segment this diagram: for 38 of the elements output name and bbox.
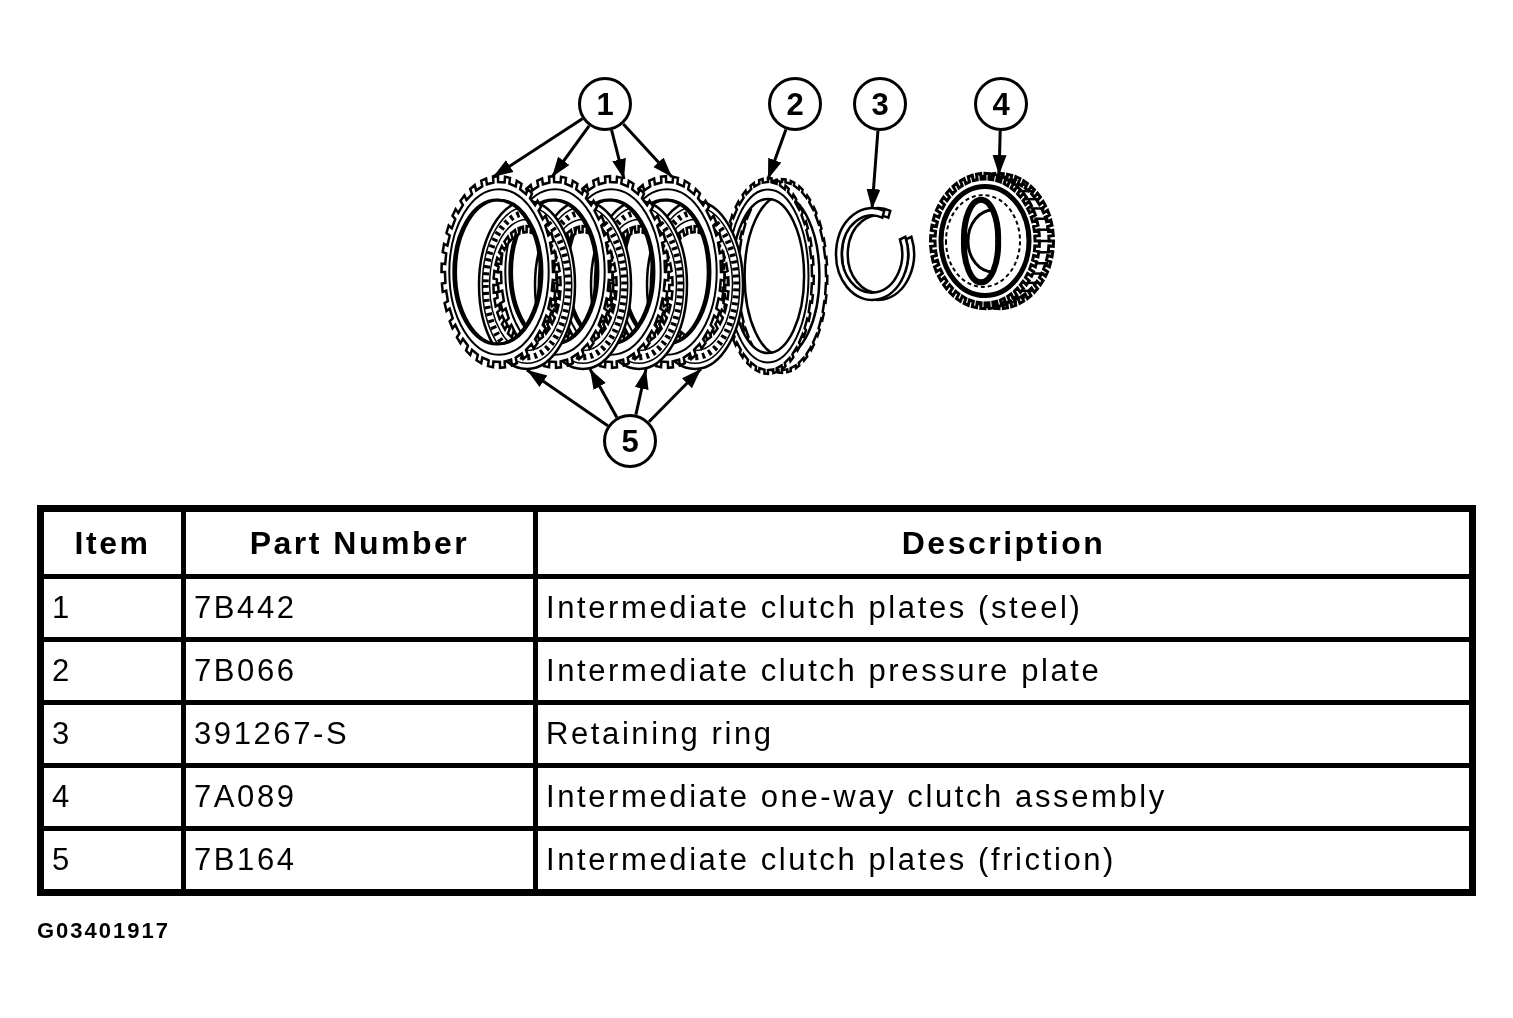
column-header: Item <box>74 524 151 561</box>
leader-arrow <box>526 368 609 427</box>
gear-drawing <box>929 171 1055 311</box>
item-number: 3 <box>52 716 72 751</box>
leader-arrow <box>766 128 788 180</box>
part-description: Intermediate one-way clutch assembly <box>546 779 1167 814</box>
callout-number: 1 <box>578 77 632 131</box>
leader-arrow <box>634 368 649 415</box>
item-number: 1 <box>52 590 72 625</box>
callout-number: 4 <box>974 77 1028 131</box>
figure-code: G03401917 <box>37 918 170 944</box>
leader-arrow <box>550 124 591 178</box>
part-number: 7B066 <box>194 653 297 688</box>
part-description: Retaining ring <box>546 716 774 751</box>
column-header: Description <box>901 524 1106 561</box>
clutch-plate-drawing <box>440 174 558 370</box>
leader-arrow <box>647 367 703 423</box>
leader-arrow <box>588 368 619 419</box>
leader-arrow <box>492 117 584 179</box>
leader-arrow <box>992 130 1007 176</box>
leader-arrow <box>610 129 626 180</box>
leader-arrow <box>622 122 674 178</box>
item-number: 4 <box>52 779 72 814</box>
item-number: 5 <box>52 842 72 877</box>
callout-number: 5 <box>603 414 657 468</box>
snap-ring-drawing <box>834 206 916 302</box>
part-number: 7A089 <box>194 779 297 814</box>
callout-number: 2 <box>768 77 822 131</box>
callout-number: 3 <box>853 77 907 131</box>
part-number: 7B442 <box>194 590 297 625</box>
part-description: Intermediate clutch plates (friction) <box>546 842 1116 877</box>
part-description: Intermediate clutch pressure plate <box>546 653 1102 688</box>
part-description: Intermediate clutch plates (steel) <box>546 590 1083 625</box>
part-number: 391267-S <box>194 716 350 751</box>
leader-arrow <box>866 130 881 210</box>
item-number: 2 <box>52 653 72 688</box>
part-number: 7B164 <box>194 842 297 877</box>
column-header: Part Number <box>249 524 470 561</box>
